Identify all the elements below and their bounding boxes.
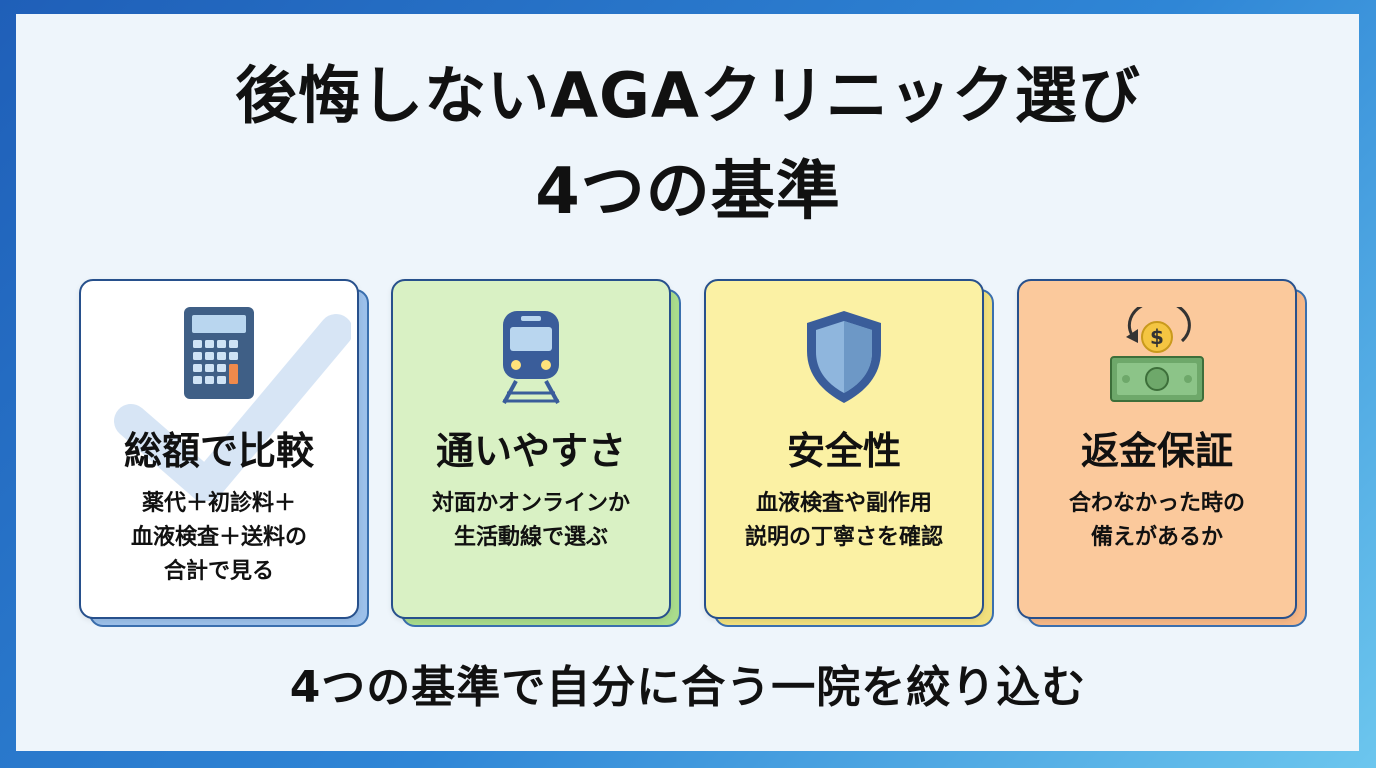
page-title: 後悔しないAGAクリニック選び [235,59,1141,132]
card-description: 血液検査や副作用 説明の丁寧さを確認 [744,491,943,550]
card-heading: 返金保証 [1080,429,1233,473]
page-subtitle: 4つの基準 [535,155,841,229]
shield-icon [807,311,881,403]
criterion-card-accessibility: 通いやすさ 対面かオンラインか 生活動線で選ぶ [391,279,681,629]
card-description: 薬代＋初診料＋ 血液検査＋送料の 合計で見る [130,491,307,584]
card-body: 安全性 血液検査や副作用 説明の丁寧さを確認 [704,279,984,619]
criterion-card-refund: $ 返金保証 合わなかった時の 備えがあるか [1017,279,1307,629]
card-description: 合わなかった時の 備えがあるか [1068,491,1245,550]
train-icon [502,311,560,404]
svg-text:$: $ [1150,325,1164,349]
checkmark-watermark-icon [114,314,351,501]
criterion-card-safety: 安全性 血液検査や副作用 説明の丁寧さを確認 [704,279,994,629]
card-heading: 安全性 [786,429,901,473]
card-body: $ 返金保証 合わなかった時の 備えがあるか [1017,279,1297,619]
card-heading: 総額で比較 [123,429,314,473]
summary-footer: 4つの基準で自分に合う一院を絞り込む [289,662,1087,713]
criterion-card-total-cost: 総額で比較 薬代＋初診料＋ 血液検査＋送料の 合計で見る [79,279,369,629]
money-back-icon: $ [1110,307,1204,402]
card-heading: 通いやすさ [435,429,626,473]
card-body: 通いやすさ 対面かオンラインか 生活動線で選ぶ [391,279,671,619]
card-description: 対面かオンラインか 生活動線で選ぶ [431,491,630,550]
calculator-icon [184,307,254,399]
card-body: 総額で比較 薬代＋初診料＋ 血液検査＋送料の 合計で見る [79,279,359,619]
